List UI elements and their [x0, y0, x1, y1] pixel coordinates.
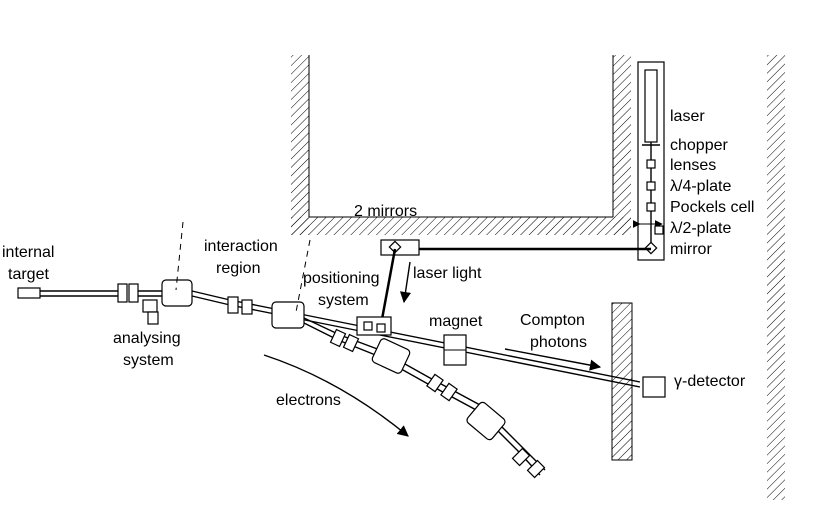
laser-component-lenses: lenses [670, 157, 716, 174]
label-two-mirrors: 2 mirrors [354, 203, 417, 220]
laser-component-quarter-wave: λ/4-plate [670, 178, 731, 195]
interaction-boundary-left [175, 221, 184, 291]
label-photons: photons [530, 334, 587, 351]
lens-element [646, 159, 656, 169]
half-wave-plate [654, 225, 664, 235]
laser-component-half-wave: λ/2-plate [670, 220, 731, 237]
label-analysing: analysing [113, 330, 181, 347]
positioning-el-1 [363, 321, 373, 331]
e-flange-6 [526, 459, 546, 479]
positioning-box [356, 316, 392, 336]
electron-beamline [303, 317, 546, 479]
label-positioning: positioning [303, 270, 380, 287]
laser-beam [378, 239, 651, 331]
target-holder [17, 287, 41, 299]
pockels-cell [646, 202, 656, 212]
laser-tube [644, 69, 658, 143]
target-flange-2 [128, 283, 139, 303]
label-magnet: magnet [429, 313, 483, 330]
analysing-part-a [142, 299, 158, 313]
label-compton: Compton [520, 312, 585, 329]
e-chamber-1 [371, 338, 411, 374]
label-gamma-detector: γ-detector [674, 373, 746, 390]
e-flange-4 [440, 382, 458, 402]
beamline [17, 279, 666, 398]
label-electrons: electrons [276, 392, 341, 409]
label-interaction: interaction [204, 238, 278, 255]
laser-component-chopper: chopper [670, 137, 728, 154]
flange-a [227, 296, 239, 314]
label-target: target [8, 266, 49, 283]
label-laser-light: laser light [413, 265, 482, 282]
label-internal: internal [2, 244, 54, 261]
interaction-chamber [271, 301, 305, 329]
wall-right-inner [613, 55, 631, 235]
e-flange-2 [342, 333, 360, 353]
flange-b [241, 299, 253, 315]
wall-far-right [767, 55, 785, 500]
label-analysing-system: system [123, 352, 174, 369]
laser-component-pockels: Pockels cell [670, 199, 754, 216]
wall-bottom [291, 217, 631, 235]
quarter-wave-plate [646, 181, 656, 191]
positioning-el-2 [376, 323, 386, 333]
shielding-walls [291, 55, 785, 500]
analysing-chamber [161, 279, 193, 307]
e-flange-5 [511, 447, 531, 467]
laser-component-mirror: mirror [670, 241, 712, 258]
label-region: region [216, 260, 260, 277]
e-flange-3 [426, 373, 444, 393]
laser-component-laser: laser [670, 108, 705, 125]
laser-assembly [632, 61, 665, 261]
labels: internal target interaction region analy… [2, 108, 754, 409]
electrons-arrow [263, 354, 409, 437]
analysing-part-b [147, 311, 159, 325]
interaction-boundary-right [295, 239, 311, 313]
mirror-element [388, 240, 402, 254]
wall-left [291, 55, 309, 235]
e-flange-1 [329, 328, 347, 348]
label-positioning-system: system [318, 292, 369, 309]
detector-box [642, 376, 666, 398]
target-flange-1 [117, 283, 128, 303]
e-chamber-2 [466, 401, 506, 441]
compton-arrow [504, 348, 602, 371]
